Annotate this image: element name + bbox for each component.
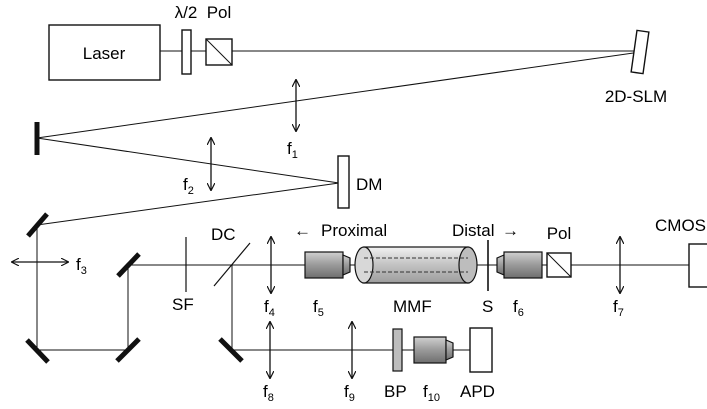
- lens-f10-label: f10: [423, 382, 440, 404]
- lens-f3-label: f3: [76, 255, 87, 277]
- polarizer-mid-label: Pol: [547, 224, 572, 243]
- bandpass-filter: [392, 328, 403, 372]
- detection-mirror: [218, 337, 244, 363]
- loop-mirror-top-right: [116, 252, 141, 278]
- proximal-label: Proximal: [321, 221, 387, 240]
- distal-arrow: →: [502, 221, 519, 240]
- proximal-arrow: ←: [294, 221, 311, 240]
- apd-label: APD: [460, 382, 495, 401]
- loop-mirror-top-left: [26, 212, 49, 238]
- laser-box: [48, 24, 161, 81]
- polarizer-top: [205, 38, 233, 66]
- beam-paths: [36, 50, 690, 351]
- laser-label: Laser: [83, 44, 126, 63]
- dichroic-mirror: [337, 155, 350, 209]
- loop-mirror-bottom-left: [25, 338, 50, 364]
- beam-mirror-to-dm: [36, 137, 340, 184]
- dichroic-dc: [213, 242, 251, 287]
- polarizer-top-label: Pol: [207, 3, 232, 22]
- slm-mirror: [630, 29, 650, 75]
- dm-label: DM: [356, 175, 382, 194]
- cmos-camera: [688, 243, 707, 288]
- objective-distal: [496, 251, 543, 279]
- beam-dm-to-mirror: [36, 182, 340, 226]
- objective-detection: [413, 336, 454, 364]
- distal-label: Distal: [452, 221, 495, 240]
- cmos-label: CMOS: [655, 216, 706, 235]
- lens-f1-label: f1: [287, 139, 298, 161]
- sf-label: SF: [172, 295, 194, 314]
- slm-label: 2D-SLM: [605, 87, 667, 106]
- beam-slm-to-mirror: [36, 51, 641, 139]
- s-label: S: [482, 297, 493, 316]
- objective-proximal: [304, 251, 351, 279]
- lens-f5-label: f5: [313, 297, 324, 319]
- bp-label: BP: [384, 382, 407, 401]
- lens-f8-label: f8: [263, 382, 274, 404]
- halfwave-plate: [181, 29, 192, 75]
- lens-f6-label: f6: [513, 297, 524, 319]
- dc-label: DC: [211, 225, 236, 244]
- loop-mirror-bottom-right: [115, 337, 141, 363]
- multimode-fiber: [354, 246, 478, 284]
- lens-f2-label: f2: [183, 175, 194, 197]
- lens-f9-label: f9: [344, 382, 355, 404]
- polarizer-mid: [546, 252, 572, 278]
- lens-f7-label: f7: [613, 297, 624, 319]
- mmf-label: MMF: [393, 297, 432, 316]
- lens-f4-label: f4: [264, 297, 275, 319]
- apd-detector: [469, 327, 493, 373]
- halfwave-label: λ/2: [175, 3, 198, 22]
